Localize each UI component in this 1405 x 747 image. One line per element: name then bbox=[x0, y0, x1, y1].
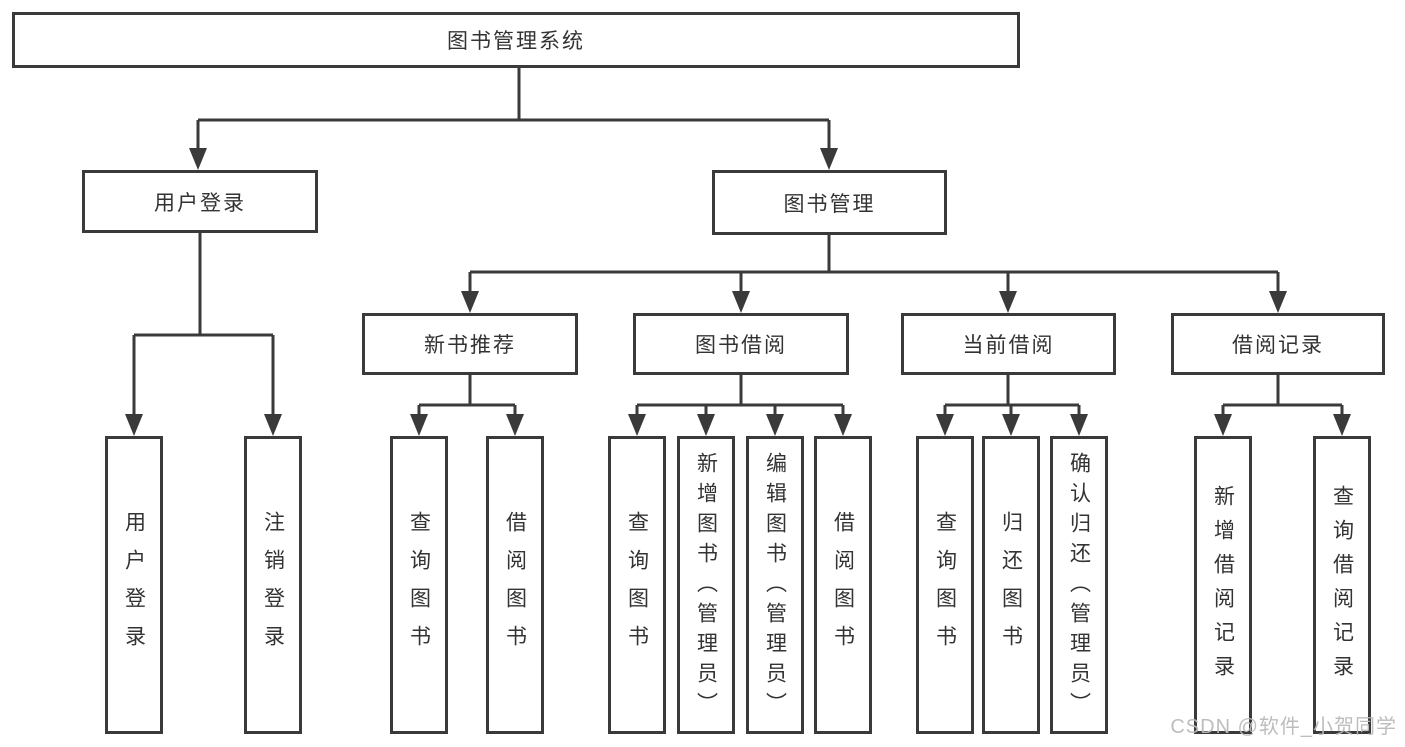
node-book-management: 图书管理 bbox=[712, 170, 947, 235]
node-book-borrow: 图书借阅 bbox=[633, 313, 849, 375]
node-current-borrow: 当前借阅 bbox=[901, 313, 1116, 375]
leaf-borrow-books-recommend: 借阅图书 bbox=[486, 436, 544, 734]
leaf-query-borrow-record: 查询借阅记录 bbox=[1313, 436, 1371, 734]
leaf-add-borrow-record: 新增借阅记录 bbox=[1194, 436, 1252, 734]
arrowheads bbox=[125, 148, 1351, 436]
leaf-query-books-recommend: 查询图书 bbox=[390, 436, 448, 734]
leaf-confirm-return-admin: 确认归还（管理员） bbox=[1050, 436, 1108, 734]
node-user-login: 用户登录 bbox=[82, 170, 318, 233]
csdn-watermark: CSDN @软件_小贺同学 bbox=[1170, 716, 1397, 738]
leaf-add-books-admin: 新增图书（管理员） bbox=[677, 436, 735, 734]
leaf-edit-books-admin: 编辑图书（管理员） bbox=[746, 436, 804, 734]
node-borrow-records: 借阅记录 bbox=[1171, 313, 1385, 375]
leaf-user-login: 用户登录 bbox=[105, 436, 163, 734]
leaf-return-books: 归还图书 bbox=[982, 436, 1040, 734]
node-root-system: 图书管理系统 bbox=[12, 12, 1020, 68]
leaf-query-books-current: 查询图书 bbox=[916, 436, 974, 734]
leaf-logout: 注销登录 bbox=[244, 436, 302, 734]
leaf-query-books-borrow: 查询图书 bbox=[608, 436, 666, 734]
node-new-book-recommend: 新书推荐 bbox=[362, 313, 578, 375]
leaf-borrow-books: 借阅图书 bbox=[814, 436, 872, 734]
